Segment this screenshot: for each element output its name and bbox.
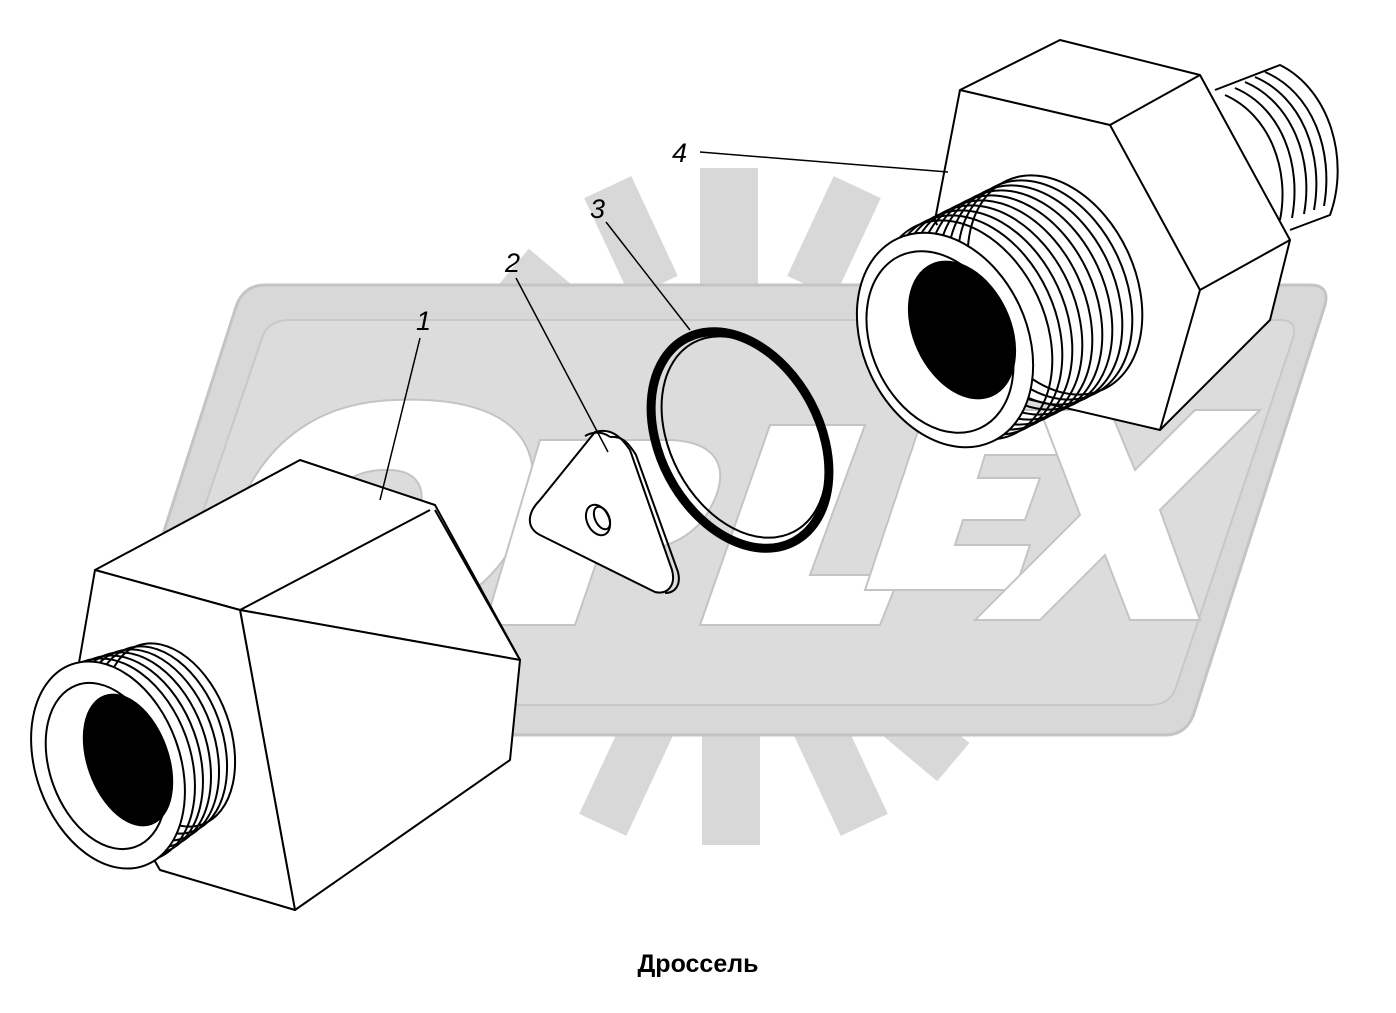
leader-4	[699, 151, 949, 173]
watermark-letter-x	[972, 409, 1263, 621]
callout-4: 4	[672, 138, 687, 168]
part-union-nut	[30, 459, 521, 911]
callout-numbers: 1 2 3 4	[416, 138, 687, 336]
leader-3	[605, 221, 691, 331]
callout-3: 3	[590, 194, 605, 224]
fitting-rear-thread	[1214, 64, 1339, 231]
part-sealing-ring	[646, 327, 834, 553]
leader-2	[515, 277, 609, 453]
callout-2: 2	[504, 248, 520, 278]
union-nut-thread	[30, 642, 237, 870]
figure-caption: Дроссель	[637, 950, 759, 978]
part-throttle-washer	[528, 430, 680, 594]
callout-leaders	[379, 151, 949, 501]
leader-1	[379, 337, 421, 501]
fitting-front-thread	[855, 174, 1144, 449]
part-threaded-fitting	[855, 39, 1339, 449]
callout-1: 1	[416, 306, 431, 336]
